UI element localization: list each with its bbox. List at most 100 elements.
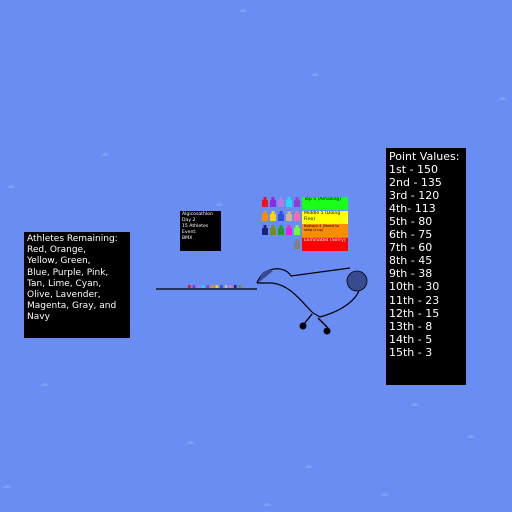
athlete-icon-head: [295, 197, 299, 200]
athletes-remaining-panel: Athletes Remaining: Red, Orange, Yellow,…: [24, 232, 130, 338]
athlete-icon-lavender: [278, 200, 284, 207]
athletes-line: Athletes Remaining:: [27, 234, 118, 244]
athletes-line: Yellow, Green,: [27, 256, 91, 267]
athlete-icon-orange: [262, 214, 268, 221]
athlete-icon-lime: [294, 228, 300, 235]
athlete-icon-head: [263, 225, 267, 228]
athletes-line: Magenta, Gray, and: [27, 301, 117, 312]
rider-icon-lavender: [197, 285, 200, 288]
points-row: 8th - 45: [389, 254, 433, 268]
points-row: 14th - 5: [389, 332, 433, 346]
points-row: 10th - 30: [389, 280, 440, 294]
points-row: 3rd - 120: [389, 189, 440, 203]
athlete-icon-yellow: [270, 214, 276, 221]
points-row: 13th - 8: [389, 319, 433, 333]
legend-top: Top 5 (Amazing): [302, 197, 348, 210]
point-values-panel: Point Values: 1st - 150 2nd - 135 3rd - …: [386, 148, 466, 385]
rider-icon-yellow: [215, 285, 219, 288]
track-loop: [256, 267, 351, 284]
athlete-icon-magenta: [286, 228, 292, 235]
cloud-icon: ☁: [380, 489, 389, 499]
athlete-icon-head: [295, 211, 299, 214]
athlete-icon-purple: [294, 200, 300, 207]
points-row: 2nd - 135: [389, 176, 442, 190]
rider-icon-navy: [234, 285, 237, 288]
track-end-disc: [346, 270, 368, 292]
athlete-icon-head: [271, 225, 275, 228]
cloud-icon: ☁: [214, 199, 223, 209]
athlete-icon-navy: [262, 228, 268, 235]
info-line: Algicosathlon: [182, 212, 213, 217]
athlete-icon-green: [278, 228, 284, 235]
cloud-icon: ☁: [498, 93, 507, 103]
cloud-icon: ☁: [6, 181, 15, 191]
info-line: BMX: [182, 236, 193, 241]
points-row: 11th - 23: [389, 293, 440, 307]
rider-icon-tan: [224, 285, 228, 288]
athlete-icon-head: [287, 225, 291, 228]
athlete-icon-olive: [270, 228, 276, 235]
support-leg: [303, 313, 313, 325]
athletes-line: Red, Orange,: [27, 245, 86, 256]
points-row: 6th - 75: [389, 228, 433, 242]
points-title: Point Values:: [389, 150, 460, 163]
athlete-icon-head: [263, 197, 267, 200]
rider-icon-cyan: [201, 285, 205, 288]
cloud-icon: ☁: [304, 461, 313, 471]
cloud-icon: ☁: [466, 431, 475, 441]
athlete-icon-head: [279, 197, 283, 200]
athlete-icon-head: [271, 197, 275, 200]
athlete-icon-head: [263, 211, 267, 214]
event-info-panel: Algicosathlon Day 2 15 Athletes Event: B…: [180, 211, 221, 251]
athlete-icon-gray: [294, 242, 300, 249]
rider-icon-blue: [220, 285, 223, 288]
athlete-icon-head: [279, 225, 283, 228]
info-line: 15 Athletes: [182, 224, 209, 229]
athlete-icon-head: [295, 225, 299, 228]
points-row: 15th - 3: [389, 345, 433, 359]
rider-icon-purple: [206, 285, 209, 288]
athlete-icon-purple-dark: [270, 200, 276, 207]
support-leg: [317, 317, 329, 329]
points-row: 1st - 150: [389, 163, 439, 177]
athlete-icon-head: [279, 211, 283, 214]
rider-group: [188, 285, 242, 288]
athlete-icon-blue: [278, 214, 284, 221]
ramp-shape: [258, 269, 273, 283]
athlete-icon-head: [287, 211, 291, 214]
rider-icon-olive: [238, 285, 242, 288]
points-row: 12th - 15: [389, 306, 440, 320]
cloud-icon: ☁: [262, 499, 271, 509]
cloud-icon: ☁: [410, 399, 419, 409]
athlete-icon-tan: [286, 214, 292, 221]
athlete-icon-head: [295, 239, 299, 242]
athlete-icon-cyan: [286, 200, 292, 207]
cloud-icon: ☁: [310, 69, 319, 79]
track-return: [319, 286, 361, 318]
legend-middle: Middle 5 (Doing Fine): [302, 211, 348, 224]
athletes-line: Tan, Lime, Cyan,: [27, 278, 102, 289]
athlete-icon-pink: [294, 214, 300, 221]
rider-icon-purple-dark: [192, 285, 196, 288]
info-line: Day 2: [182, 218, 196, 223]
cloud-icon: ☁: [238, 5, 247, 15]
track-drop: [257, 282, 321, 318]
rider-icon-orange: [211, 285, 214, 288]
legend-danger: Bottom 4 (Need to step it up): [302, 224, 348, 237]
legend-eliminated: Eliminated (Sorry): [302, 238, 348, 251]
athletes-line: Navy: [27, 312, 50, 323]
points-row: 7th - 60: [389, 241, 433, 255]
athlete-icon-red: [262, 200, 268, 207]
wheel-icon: [323, 327, 331, 335]
athlete-icon-head: [287, 197, 291, 200]
rider-icon-red: [188, 285, 191, 288]
points-row: 9th - 38: [389, 267, 433, 281]
cloud-icon: ☁: [40, 379, 49, 389]
legend-icon-grid: [262, 197, 300, 249]
athletes-line: Olive, Lavender,: [27, 290, 101, 301]
wheel-icon: [299, 322, 307, 330]
athletes-line: Blue, Purple, Pink,: [27, 267, 109, 278]
athlete-icon-head: [271, 211, 275, 214]
cloud-icon: ☁: [186, 437, 195, 447]
